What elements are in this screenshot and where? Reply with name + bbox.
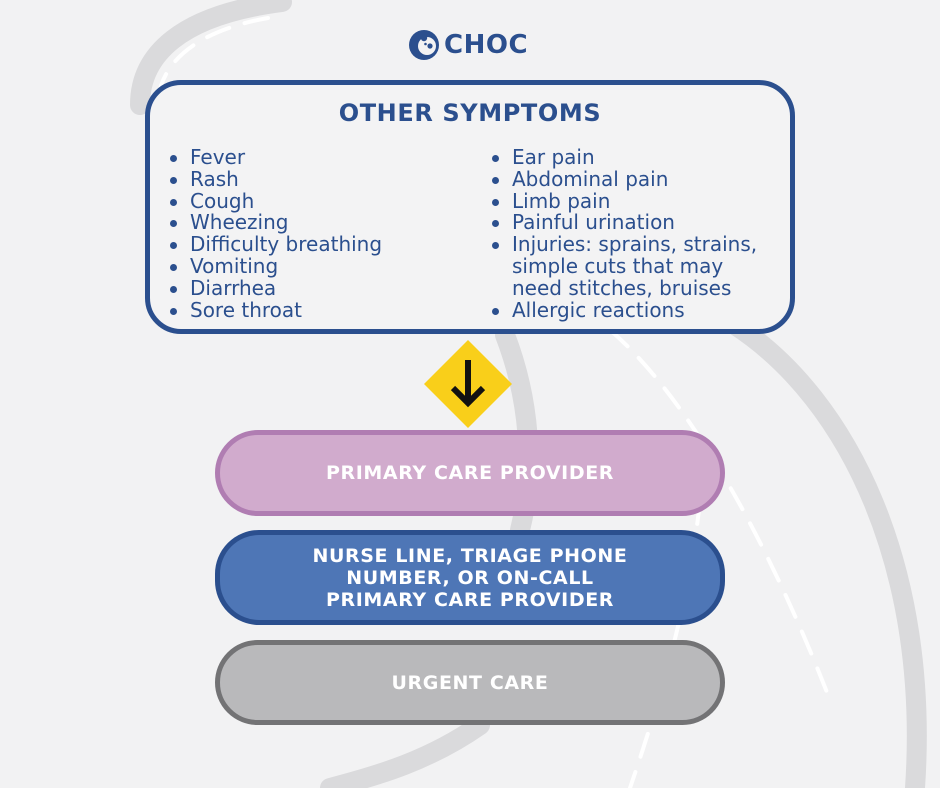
symptom-label: Fever <box>190 145 246 169</box>
symptom-item-continued: simple cuts that may <box>490 253 790 278</box>
symptom-label: Rash <box>190 166 239 191</box>
symptom-label: Cough <box>190 188 255 213</box>
choc-bear-icon <box>409 30 439 60</box>
symptom-label: Painful urination <box>512 210 675 235</box>
nurse-line-option: NURSE LINE, TRIAGE PHONE NUMBER, OR ON-C… <box>215 530 725 625</box>
symptom-label: Vomiting <box>190 253 279 278</box>
option-label: URGENT CARE <box>391 671 549 694</box>
symptom-item: Rash <box>168 166 468 191</box>
symptom-item: Difficulty breathing <box>168 232 468 257</box>
bullet-icon <box>492 176 499 184</box>
symptom-item-continued: need stitches, bruises <box>490 275 790 300</box>
bullet-icon <box>170 307 177 315</box>
bullet-icon <box>170 220 177 228</box>
symptom-label: Difficulty breathing <box>190 232 383 257</box>
urgent-care-option: URGENT CARE <box>215 640 725 725</box>
bullet-icon <box>170 242 177 250</box>
symptom-item: Allergic reactions <box>490 297 790 322</box>
bullet-icon <box>492 220 499 228</box>
symptom-label: Sore throat <box>190 297 303 322</box>
bullet-icon <box>170 285 177 293</box>
symptom-item: Wheezing <box>168 210 468 235</box>
bullet-icon <box>170 155 177 162</box>
bullet-icon <box>170 176 177 184</box>
symptom-list-right: Ear pain Abdominal pain Limb pain Painfu… <box>490 145 790 322</box>
bullet-icon <box>492 242 499 250</box>
symptom-item: Limb pain <box>490 188 790 213</box>
symptom-item: Painful urination <box>490 210 790 235</box>
primary-care-provider-option: PRIMARY CARE PROVIDER <box>215 430 725 516</box>
symptom-label: Limb pain <box>512 188 611 213</box>
brand-name: CHOC <box>444 30 529 60</box>
symptom-label: Ear pain <box>512 145 595 169</box>
symptom-item: Cough <box>168 188 468 213</box>
symptom-label: need stitches, bruises <box>512 275 732 300</box>
symptom-item: Abdominal pain <box>490 166 790 191</box>
symptom-item: Vomiting <box>168 253 468 278</box>
option-label: NURSE LINE, TRIAGE PHONE NUMBER, OR ON-C… <box>312 544 628 611</box>
symptom-label: Allergic reactions <box>512 297 685 322</box>
choc-logo: CHOC <box>408 27 528 63</box>
symptoms-title: OTHER SYMPTOMS <box>338 99 602 127</box>
symptom-item: Injuries: sprains, strains, <box>490 232 790 257</box>
bullet-icon <box>492 198 499 206</box>
bullet-icon <box>170 263 177 271</box>
symptom-label: Wheezing <box>190 210 289 235</box>
option-label: PRIMARY CARE PROVIDER <box>325 462 615 484</box>
bullet-icon <box>170 198 177 206</box>
down-arrow-sign-icon <box>424 340 512 428</box>
symptom-label: Injuries: sprains, strains, <box>512 232 758 257</box>
symptom-list-left: Fever Rash Cough Wheezing Difficulty bre… <box>168 145 468 322</box>
symptom-item: Fever <box>168 145 468 169</box>
symptom-item: Diarrhea <box>168 275 468 300</box>
bullet-icon <box>492 155 499 162</box>
symptom-item: Ear pain <box>490 145 790 169</box>
symptom-label: Abdominal pain <box>512 166 669 191</box>
bullet-icon <box>492 307 499 315</box>
symptom-label: Diarrhea <box>190 275 277 300</box>
other-symptoms-box: OTHER SYMPTOMS Fever Rash Cough Wheezing… <box>145 80 795 334</box>
symptom-label: simple cuts that may <box>512 253 724 278</box>
symptom-item: Sore throat <box>168 297 468 322</box>
